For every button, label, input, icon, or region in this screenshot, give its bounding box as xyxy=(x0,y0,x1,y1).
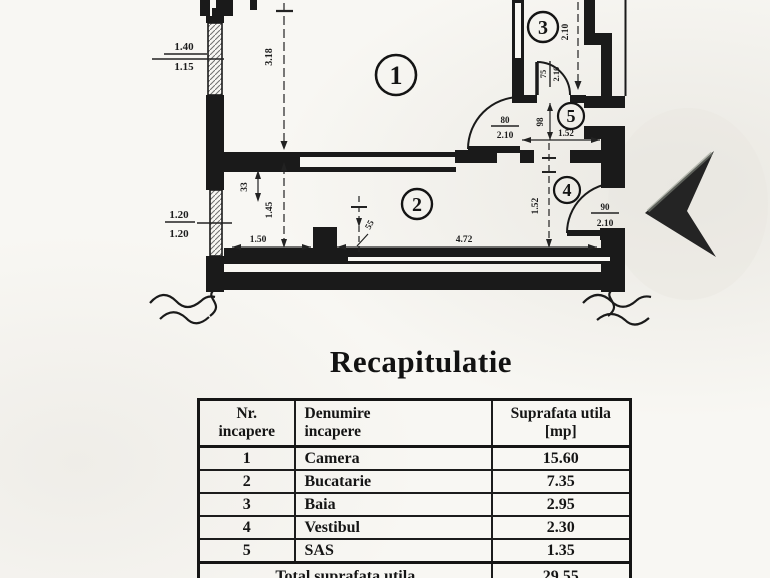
door-75-arc xyxy=(536,61,571,96)
cell-nr: 5 xyxy=(197,538,296,564)
room-3-circle xyxy=(526,10,560,44)
cell-area: 7.35 xyxy=(490,469,632,494)
window2-width-label: 1.20 xyxy=(169,209,189,221)
cell-name: Baia xyxy=(293,492,493,517)
room-5-number: 5 xyxy=(567,106,576,126)
door-80-width-label: 80 xyxy=(501,115,511,125)
door-80-leaf xyxy=(468,146,520,153)
room-4-circle xyxy=(552,175,582,205)
total-value: 29.55 xyxy=(490,561,632,578)
dimension-labels: 1.40 1.15 1.20 1.20 3.18 33 1.45 1.50 55… xyxy=(169,23,613,245)
total-label: Total suprafata utila xyxy=(197,561,493,578)
header-nr-line1: Nr. xyxy=(236,405,258,423)
cell-nr: 1 xyxy=(197,445,296,471)
table-row-5: 5 SAS 1.35 xyxy=(197,538,632,564)
door-80-height-label: 2.10 xyxy=(497,131,514,141)
break-lines xyxy=(149,289,652,326)
dim-1-52-horizontal: 1.52 xyxy=(558,128,574,138)
room-3-number: 3 xyxy=(538,17,548,39)
door-75-height-label: 2.10 xyxy=(551,67,561,82)
window1-height-label: 1.15 xyxy=(174,61,194,73)
cell-name: SAS xyxy=(293,538,493,564)
dim-4-72: 4.72 xyxy=(456,235,473,245)
door-80-arc xyxy=(467,96,521,150)
header-row: Nr. incapere Denumire incapere Suprafata… xyxy=(197,398,632,448)
header-denumire-line1: Denumire xyxy=(304,405,371,423)
direction-arrow-icon xyxy=(645,151,716,257)
room-1-circle xyxy=(374,53,418,97)
room-2-circle xyxy=(400,187,434,221)
dim-1-52-vertical: 1.52 xyxy=(531,197,541,214)
header-nr-line2: incapere xyxy=(218,423,276,440)
cell-area: 2.95 xyxy=(490,492,632,517)
header-suprafata-line2: [mp] xyxy=(544,423,577,440)
cell-name: Bucatarie xyxy=(293,469,493,494)
door-90-leaf xyxy=(567,230,617,236)
dim-98: 98 xyxy=(535,117,545,127)
room-labels: 1 2 3 4 5 xyxy=(374,10,586,221)
walls xyxy=(200,0,627,292)
header-suprafata: Suprafata utila [mp] xyxy=(490,398,632,448)
table-row-2: 2 Bucatarie 7.35 xyxy=(197,469,632,494)
dimension-lines xyxy=(152,0,619,254)
door-90-arc xyxy=(566,182,618,234)
cell-name: Camera xyxy=(293,445,493,471)
window1-width-label: 1.40 xyxy=(174,41,194,53)
cell-area: 1.35 xyxy=(490,538,632,564)
pillar xyxy=(313,227,337,250)
table-row-3: 3 Baia 2.95 xyxy=(197,492,632,517)
room-2-number: 2 xyxy=(412,194,422,216)
door-75-width-label: 75 xyxy=(538,70,548,79)
dim-1-50: 1.50 xyxy=(250,235,267,245)
cell-nr: 2 xyxy=(197,469,296,494)
door-90-width-label: 90 xyxy=(601,202,611,212)
recap-table: Nr. incapere Denumire incapere Suprafata… xyxy=(197,398,632,578)
recap-title: Recapitulatie xyxy=(329,344,513,379)
header-denumire: Denumire incapere xyxy=(293,398,493,448)
dim-55: 55 xyxy=(363,218,376,231)
table-row-1: 1 Camera 15.60 xyxy=(197,445,632,471)
dim-3-18: 3.18 xyxy=(264,48,275,66)
cell-area: 15.60 xyxy=(490,445,632,471)
room-4-number: 4 xyxy=(563,180,572,200)
cell-name: Vestibul xyxy=(293,515,493,540)
cell-nr: 4 xyxy=(197,515,296,540)
window2-height-label: 1.20 xyxy=(169,228,189,240)
dim-33: 33 xyxy=(240,182,250,192)
cell-area: 2.30 xyxy=(490,515,632,540)
table-row-4: 4 Vestibul 2.30 xyxy=(197,515,632,540)
cell-nr: 3 xyxy=(197,492,296,517)
doors xyxy=(467,61,618,236)
room-1-number: 1 xyxy=(390,61,403,90)
header-nr-incapere: Nr. incapere xyxy=(197,398,296,448)
dim-room3-2-10: 2.10 xyxy=(561,23,571,40)
floor-plan-svg: 1.40 1.15 1.20 1.20 3.18 33 1.45 1.50 55… xyxy=(149,0,716,326)
dim-1-45: 1.45 xyxy=(265,201,275,218)
room-5-circle xyxy=(556,101,586,131)
header-suprafata-line1: Suprafata utila xyxy=(510,405,611,423)
door-90-height-label: 2.10 xyxy=(597,219,614,229)
header-denumire-line2: incapere xyxy=(304,423,362,440)
total-row: Total suprafata utila 29.55 xyxy=(197,561,632,578)
